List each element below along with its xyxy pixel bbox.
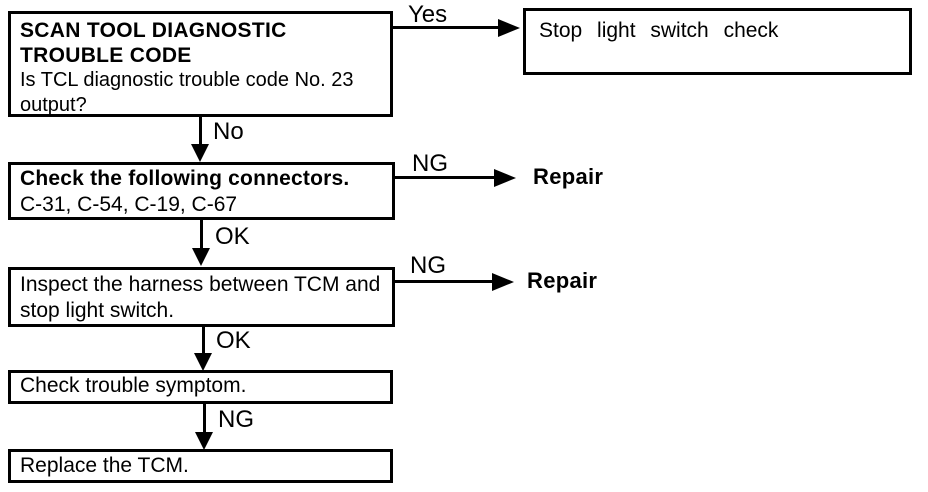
scan-tool-title-line2: TROUBLE CODE [20,44,192,67]
ok-branch-label-harness: OK [216,327,251,354]
arrow-down-icon [194,353,212,371]
no-branch-label: No [213,118,244,145]
repair-label-connectors: Repair [533,164,604,189]
arrow-right-icon [494,169,516,187]
arrow-down-icon [195,432,213,450]
ng-connector-line-2 [394,280,494,283]
scan-tool-question-line1: Is TCL diagnostic trouble code No. 23 [20,69,354,91]
check-connectors-box: Check the following connectors. C-31, C-… [8,162,395,220]
no-connector-line [199,117,202,146]
ng-connector-line-3 [203,404,206,434]
inspect-harness-box: Inspect the harness between TCM and stop… [8,267,395,327]
arrow-right-icon [498,19,520,37]
stop-light-switch-check-label: Stop light switch check [539,19,779,42]
check-symptom-box: Check trouble symptom. [8,370,393,404]
arrow-down-icon [191,144,209,162]
yes-connector-line [392,26,500,29]
ng-branch-label-harness: NG [410,252,446,279]
ok-connector-line-2 [202,327,205,355]
scan-tool-title-line1: SCAN TOOL DIAGNOSTIC [20,19,287,42]
inspect-harness-line1: Inspect the harness between TCM and [20,273,381,296]
ng-connector-line-1 [394,176,496,179]
scan-tool-question-line2: output? [20,94,87,116]
scan-tool-box: SCAN TOOL DIAGNOSTIC TROUBLE CODE Is TCL… [8,11,393,117]
check-connectors-title: Check the following connectors. [20,167,350,190]
check-connectors-detail: C-31, C-54, C-19, C-67 [20,193,238,216]
arrow-down-icon [192,248,210,266]
ok-connector-line-1 [200,220,203,249]
ng-branch-label-connectors: NG [412,150,448,177]
repair-label-harness: Repair [527,268,598,293]
yes-branch-label: Yes [408,1,448,28]
stop-light-switch-check-box: Stop light switch check [523,8,912,75]
check-symptom-label: Check trouble symptom. [20,374,247,397]
replace-tcm-box: Replace the TCM. [8,449,393,483]
replace-tcm-label: Replace the TCM. [20,454,189,477]
ok-branch-label-connectors: OK [215,223,250,250]
arrow-right-icon [492,273,514,291]
inspect-harness-line2: stop light switch. [20,299,175,322]
ng-branch-label-symptom: NG [218,406,254,433]
